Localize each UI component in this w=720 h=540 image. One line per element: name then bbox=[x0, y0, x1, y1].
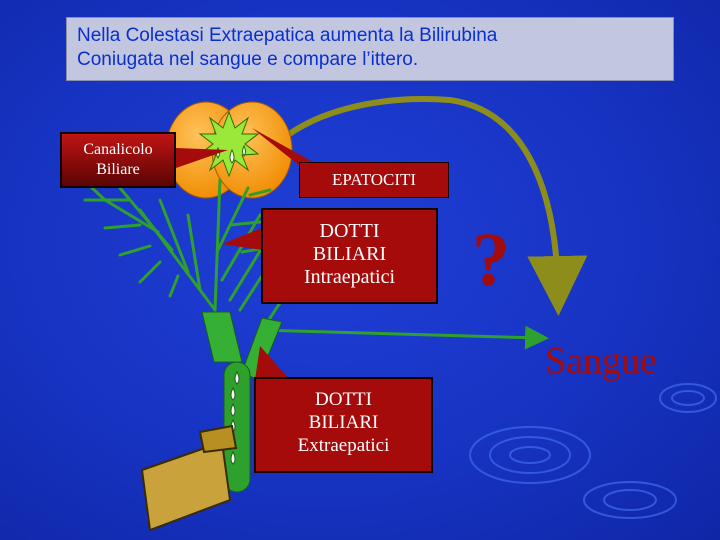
callout-pointer-intra bbox=[222, 228, 262, 250]
ripple-decoration bbox=[469, 383, 717, 519]
slide-title: Nella Colestasi Extraepatica aumenta la … bbox=[66, 17, 674, 81]
label-epatociti: EPATOCITI bbox=[299, 162, 449, 198]
hepatocyte-cell-icon bbox=[165, 101, 293, 199]
label-canalicolo-biliare: Canalicolo Biliare bbox=[60, 132, 176, 188]
label-sangue: Sangue bbox=[545, 340, 657, 382]
extra-line3: Extraepatici bbox=[297, 435, 390, 456]
slide-title-line2: Coniugata nel sangue e compare l’ittero. bbox=[77, 49, 419, 70]
label-dotti-extraepatici: DOTTI BILIARI Extraepatici bbox=[254, 377, 433, 473]
intra-line1: DOTTI bbox=[319, 220, 380, 242]
intestine-shade-icon bbox=[198, 424, 238, 454]
label-dotti-intraepatici: DOTTI BILIARI Intraepatici bbox=[261, 208, 438, 304]
question-mark: ? bbox=[472, 218, 510, 302]
intra-line2: BILIARI bbox=[312, 243, 387, 265]
blood-arrow-icon bbox=[257, 325, 549, 350]
main-duct-icon bbox=[201, 311, 243, 363]
curved-arrow-icon bbox=[259, 96, 588, 316]
extra-line2: BILIARI bbox=[308, 412, 379, 433]
intestine-icon bbox=[140, 440, 232, 532]
canalicolo-line2: Biliare bbox=[96, 161, 140, 178]
slide-title-line1: Nella Colestasi Extraepatica aumenta la … bbox=[77, 25, 498, 46]
callout-pointer-canalicolo bbox=[176, 148, 228, 168]
callout-pointer-epatociti bbox=[252, 128, 320, 166]
canalicolo-line1: Canalicolo bbox=[83, 141, 153, 158]
callout-pointer-extra bbox=[255, 346, 290, 380]
canaliculus-star-icon bbox=[198, 110, 260, 178]
extra-line1: DOTTI bbox=[315, 389, 372, 410]
intra-line3: Intraepatici bbox=[303, 266, 396, 288]
